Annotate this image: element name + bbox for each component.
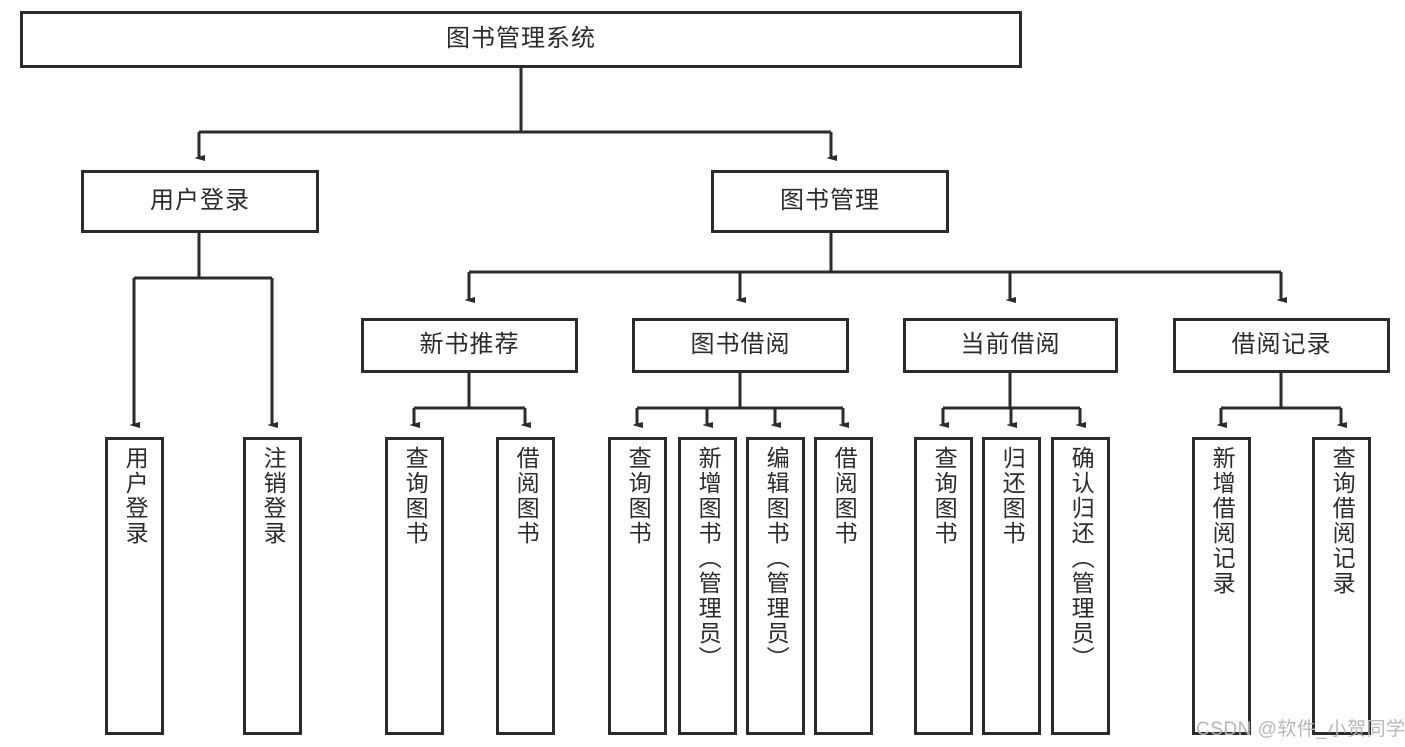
csdn-watermark: CSDN @软件_小贺同学 [1196,719,1405,740]
leaf-book-borrow-4[interactable]: 借阅图书 [814,437,873,735]
node-book-manage-label: 图书管理 [780,187,880,215]
node-borrow-record-label: 借阅记录 [1231,331,1332,359]
leaf-user-login-1[interactable]: 用户登录 [105,437,164,735]
node-user-login-label: 用户登录 [150,187,250,215]
leaf-label: 用户登录 [122,446,149,546]
leaf-new-book-recommend-1[interactable]: 查询图书 [385,437,444,735]
node-book-borrow[interactable]: 图书借阅 [632,318,849,373]
leaf-label: 编辑图书（管理员） [763,446,790,671]
leaf-label: 查询图书 [402,446,429,546]
leaf-user-login-2[interactable]: 注销登录 [243,437,302,735]
node-book-manage[interactable]: 图书管理 [711,170,949,233]
leaf-label: 确认归还（管理员） [1068,446,1095,671]
node-user-login[interactable]: 用户登录 [81,170,319,233]
leaf-current-borrow-2[interactable]: 归还图书 [982,437,1041,735]
leaf-label: 查询图书 [625,446,652,546]
leaf-book-borrow-3[interactable]: 编辑图书（管理员） [746,437,805,735]
node-root[interactable]: 图书管理系统 [20,11,1022,68]
leaf-book-borrow-2[interactable]: 新增图书（管理员） [678,437,737,735]
leaf-label: 查询图书 [931,446,958,546]
leaf-label: 借阅图书 [831,446,858,546]
leaf-label: 新增借阅记录 [1209,446,1236,596]
leaf-book-borrow-1[interactable]: 查询图书 [608,437,667,735]
node-book-borrow-label: 图书借阅 [690,331,791,359]
leaf-label: 注销登录 [260,446,287,546]
leaf-current-borrow-3[interactable]: 确认归还（管理员） [1051,437,1110,735]
leaf-label: 新增图书（管理员） [695,446,722,671]
leaf-label: 归还图书 [999,446,1026,546]
leaf-current-borrow-1[interactable]: 查询图书 [914,437,973,735]
node-borrow-record[interactable]: 借阅记录 [1173,318,1390,373]
node-new-book-recommend-label: 新书推荐 [419,331,520,359]
node-current-borrow-label: 当前借阅 [960,331,1061,359]
node-current-borrow[interactable]: 当前借阅 [903,318,1118,373]
leaf-borrow-record-1[interactable]: 新增借阅记录 [1192,437,1251,735]
leaf-borrow-record-2[interactable]: 查询借阅记录 [1312,437,1371,735]
leaf-label: 查询借阅记录 [1329,446,1356,596]
leaf-label: 借阅图书 [513,446,540,546]
leaf-new-book-recommend-2[interactable]: 借阅图书 [496,437,555,735]
node-root-label: 图书管理系统 [446,25,596,53]
node-new-book-recommend[interactable]: 新书推荐 [361,318,578,373]
